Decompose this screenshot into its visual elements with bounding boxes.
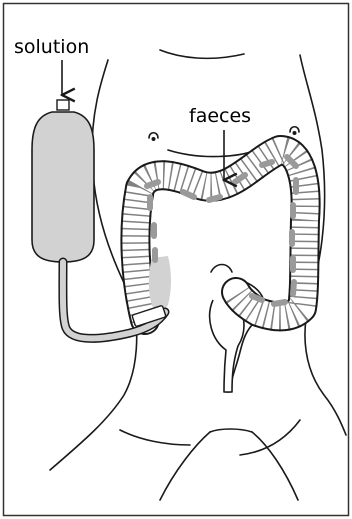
faeces-label: faeces [189, 105, 251, 127]
nipple-right-icon [290, 127, 299, 134]
bag-cap [57, 100, 69, 110]
solution-in-colon [149, 256, 171, 311]
nipple-left-icon [149, 133, 158, 140]
navel-icon [211, 265, 232, 273]
enema-bag-icon [32, 112, 94, 262]
solution-label: solution [14, 36, 89, 58]
